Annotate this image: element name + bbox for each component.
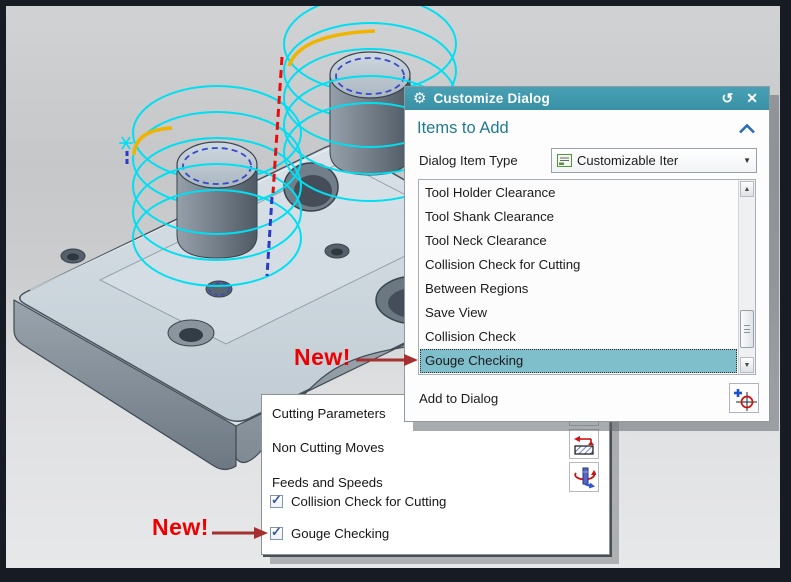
- new-annotation-bottom: New!: [152, 514, 209, 540]
- non-cutting-moves-item[interactable]: Non Cutting Moves: [272, 440, 385, 455]
- part-boss-left: [176, 141, 258, 259]
- list-item[interactable]: Between Regions: [425, 281, 529, 296]
- customizable-item-icon: [557, 154, 572, 167]
- list-item[interactable]: Tool Neck Clearance: [425, 233, 547, 248]
- scroll-down-button[interactable]: ▼: [740, 357, 754, 373]
- non-cutting-moves-icon: [574, 436, 594, 455]
- dialog-item-type-label: Dialog Item Type: [419, 153, 518, 168]
- add-to-dialog-row: Add to Dialog: [419, 383, 759, 413]
- customize-dialog: ⚙ Customize Dialog ↺ ✕ Items to Add Dial…: [404, 86, 770, 422]
- part-boss-right: [329, 51, 411, 176]
- feeds-and-speeds-item[interactable]: Feeds and Speeds: [272, 475, 383, 490]
- rapid-move-lines: [265, 56, 284, 277]
- section-title: Items to Add: [417, 119, 509, 137]
- engage-move-left: [132, 126, 173, 156]
- chevron-up-icon[interactable]: [739, 123, 755, 134]
- non-cutting-moves-button[interactable]: [569, 429, 599, 459]
- customize-dialog-titlebar[interactable]: ⚙ Customize Dialog ↺ ✕: [405, 87, 769, 110]
- list-item[interactable]: Tool Holder Clearance: [425, 185, 556, 200]
- new-arrow-bottom: [212, 527, 268, 539]
- list-item-selected[interactable]: Gouge Checking: [420, 349, 737, 373]
- dialog-body: Items to Add Dialog Item Type: [405, 110, 769, 423]
- gouge-checking-row: ✓ Gouge Checking: [270, 524, 390, 541]
- list-scrollbar[interactable]: ▲ ▼: [738, 180, 755, 374]
- engage-move-right: [287, 29, 376, 67]
- items-to-add-section-header[interactable]: Items to Add: [405, 110, 769, 141]
- items-listbox: Tool Holder Clearance Tool Shank Clearan…: [418, 179, 756, 375]
- close-icon[interactable]: ✕: [746, 90, 758, 106]
- scroll-thumb[interactable]: [740, 310, 754, 348]
- gouge-checking-label: Gouge Checking: [291, 526, 390, 541]
- list-item[interactable]: Collision Check: [425, 329, 516, 344]
- dialog-title: Customize Dialog: [433, 91, 550, 106]
- check-icon: ✓: [271, 492, 282, 507]
- dropdown-value: Customizable Iter: [577, 153, 679, 168]
- dropdown-arrow-icon: ▼: [743, 156, 751, 165]
- gouge-checking-checkbox[interactable]: ✓: [270, 524, 283, 540]
- cutting-parameters-item[interactable]: Cutting Parameters: [272, 406, 386, 421]
- list-item[interactable]: Save View: [425, 305, 488, 320]
- dialog-item-type-dropdown[interactable]: Customizable Iter ▼: [551, 148, 757, 173]
- reset-icon[interactable]: ↺: [721, 90, 734, 106]
- add-to-dialog-icon: [734, 389, 757, 411]
- add-to-dialog-label: Add to Dialog: [419, 390, 499, 406]
- dialog-item-type-row: Dialog Item Type Customizable Iter ▼: [419, 148, 757, 173]
- add-to-dialog-button[interactable]: [729, 383, 759, 413]
- cad-graphics-window: Cutting Parameters Non Cutting Moves Fee…: [6, 6, 780, 568]
- check-icon: ✓: [271, 524, 282, 539]
- collision-check-label: Collision Check for Cutting: [291, 494, 447, 509]
- list-item[interactable]: Tool Shank Clearance: [425, 209, 555, 224]
- toolpath-spiral-left-front: [132, 126, 302, 287]
- new-arrow-top: [356, 354, 418, 366]
- feeds-and-speeds-icon: [574, 467, 596, 489]
- gear-icon: ⚙: [413, 90, 427, 107]
- scroll-up-button[interactable]: ▲: [740, 181, 754, 197]
- collision-check-checkbox[interactable]: ✓: [270, 492, 283, 508]
- toolpath-start-marker: [119, 136, 133, 165]
- list-item[interactable]: Collision Check for Cutting: [425, 257, 581, 272]
- feeds-and-speeds-button[interactable]: [569, 462, 599, 492]
- collision-check-for-cutting-row: ✓ Collision Check for Cutting: [270, 492, 447, 509]
- new-annotation-top: New!: [294, 344, 351, 370]
